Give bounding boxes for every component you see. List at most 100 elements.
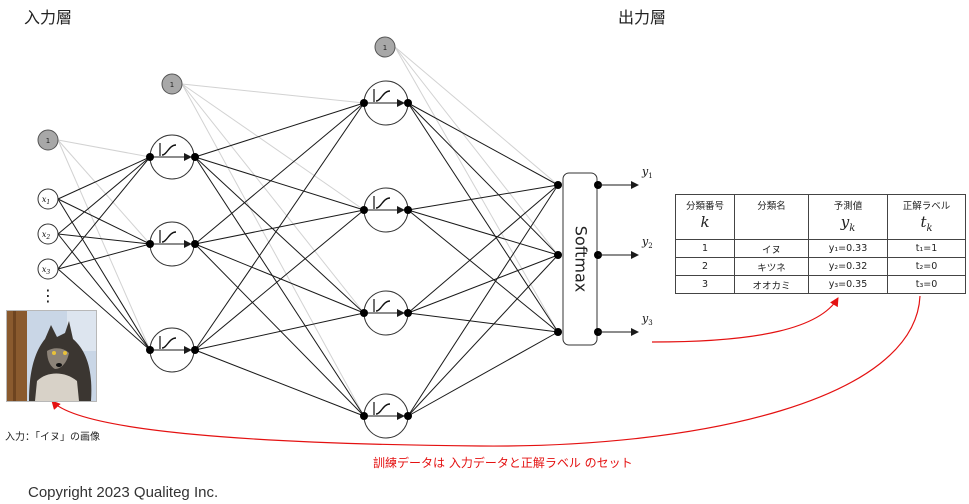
bias-edge — [57, 139, 151, 245]
bias-edge — [57, 139, 151, 351]
prediction-to-table-arrow — [651, 297, 839, 343]
bias-node — [374, 36, 396, 58]
weight-edge — [407, 254, 559, 314]
input-node — [37, 258, 59, 280]
softmax-input-dot — [554, 181, 562, 189]
header-correct-label: 正解ラベル tk — [887, 194, 966, 240]
weight-edge — [57, 156, 151, 235]
table-row: 2 キツネ y₂=0.32 t₂=0 — [675, 257, 966, 276]
weight-edge — [57, 268, 151, 351]
weight-edge — [194, 102, 365, 158]
cell-label: t₃=0 — [887, 275, 966, 294]
weight-edge — [57, 156, 151, 270]
weight-edge — [407, 209, 559, 256]
weight-edge — [194, 349, 365, 417]
neuron — [146, 134, 199, 180]
bias-label: 1 — [383, 44, 387, 52]
header-label: 予測値 — [833, 201, 863, 212]
bias-label: 1 — [170, 81, 174, 89]
cell-name: オオカミ — [734, 275, 809, 294]
output-symbol: y2 — [641, 235, 653, 250]
bias-edge — [181, 83, 365, 314]
weight-edge — [407, 312, 559, 333]
table-header-row: 分類番号 k 分類名 予測値 yk 正解ラベル tk — [675, 194, 966, 240]
input-symbol: x3 — [42, 265, 51, 276]
header-math-tk: tk — [920, 213, 933, 234]
input-layer-label: 入力層 — [24, 8, 73, 27]
weight-edge — [407, 184, 559, 314]
table-row: 3 オオカミ y₃=0.35 t₃=0 — [675, 275, 966, 294]
output-group: Softmax y1 y2 y3 — [554, 165, 653, 346]
weight-edge — [194, 243, 365, 314]
copyright-notice: Copyright 2023 Qualiteg Inc. — [28, 484, 219, 501]
bias-edge — [394, 46, 559, 186]
cell-name: キツネ — [734, 257, 809, 276]
weight-edge — [57, 243, 151, 270]
header-label: 分類番号 — [685, 201, 724, 212]
input-caption: 入力：「イヌ」の画像 — [5, 432, 100, 443]
bias-node — [37, 129, 59, 151]
sigmoid-step-icon — [373, 299, 391, 312]
input-node — [37, 223, 59, 245]
weight-edge — [407, 102, 559, 333]
header-math: k — [700, 213, 710, 231]
input-symbol: x1 — [42, 195, 50, 206]
weight-edge — [194, 156, 365, 211]
softmax-input-dot — [554, 328, 562, 336]
cell-prediction: y₃=0.35 — [808, 275, 888, 294]
cell-number: 3 — [675, 275, 735, 294]
weight-connections — [57, 102, 559, 417]
label-to-input-arrow — [51, 295, 921, 447]
header-math-yk: yk — [840, 213, 856, 234]
output-symbol: y3 — [641, 312, 653, 327]
input-node — [37, 188, 59, 210]
neuron — [146, 221, 199, 267]
cell-label: t₁=1 — [887, 239, 966, 258]
bias-edge — [57, 139, 151, 158]
weight-edge — [194, 156, 365, 314]
sigmoid-step-icon — [373, 402, 391, 415]
header-label: 正解ラベル — [902, 201, 951, 212]
weight-edge — [407, 102, 559, 256]
weight-edge — [57, 198, 151, 245]
weight-edge — [194, 102, 365, 351]
bias-edge — [181, 83, 365, 211]
sigmoid-step-icon — [159, 143, 177, 156]
header-class-name: 分類名 — [734, 194, 809, 240]
dog-input-image — [6, 310, 97, 402]
bias-edge — [181, 83, 365, 417]
table-row: 1 イヌ y₁=0.33 t₁=1 — [675, 239, 966, 258]
weight-edge — [194, 209, 365, 351]
output-symbol: y1 — [641, 165, 653, 180]
output-layer-label: 出力層 — [618, 8, 667, 27]
weight-edge — [194, 312, 365, 351]
header-label: 分類名 — [757, 201, 786, 212]
ellipsis-dots: ⋮ — [40, 286, 56, 305]
header-class-number: 分類番号 k — [675, 194, 735, 240]
sigmoid-step-icon — [159, 230, 177, 243]
sigmoid-step-icon — [373, 196, 391, 209]
weight-edge — [194, 243, 365, 417]
cell-label: t₂=0 — [887, 257, 966, 276]
neuron — [146, 327, 199, 373]
cell-prediction: y₂=0.32 — [808, 257, 888, 276]
weight-edge — [407, 184, 559, 417]
neuron — [360, 393, 412, 439]
softmax-input-dot — [554, 251, 562, 259]
training-data-caption: 訓練データは 入力データと正解ラベル のセット — [373, 456, 633, 470]
weight-edge — [407, 184, 559, 211]
cell-name: イヌ — [734, 239, 809, 258]
weight-edge — [407, 102, 559, 186]
sigmoid-step-icon — [373, 89, 391, 102]
weight-edge — [57, 198, 151, 351]
neuron — [360, 290, 412, 336]
cell-number: 1 — [675, 239, 735, 258]
softmax-layer: Softmax — [562, 172, 598, 346]
header-prediction: 予測値 yk — [808, 194, 888, 240]
bias-node — [161, 73, 183, 95]
input-symbol: x2 — [42, 230, 51, 241]
weight-edge — [194, 156, 365, 417]
weight-edge — [407, 254, 559, 417]
